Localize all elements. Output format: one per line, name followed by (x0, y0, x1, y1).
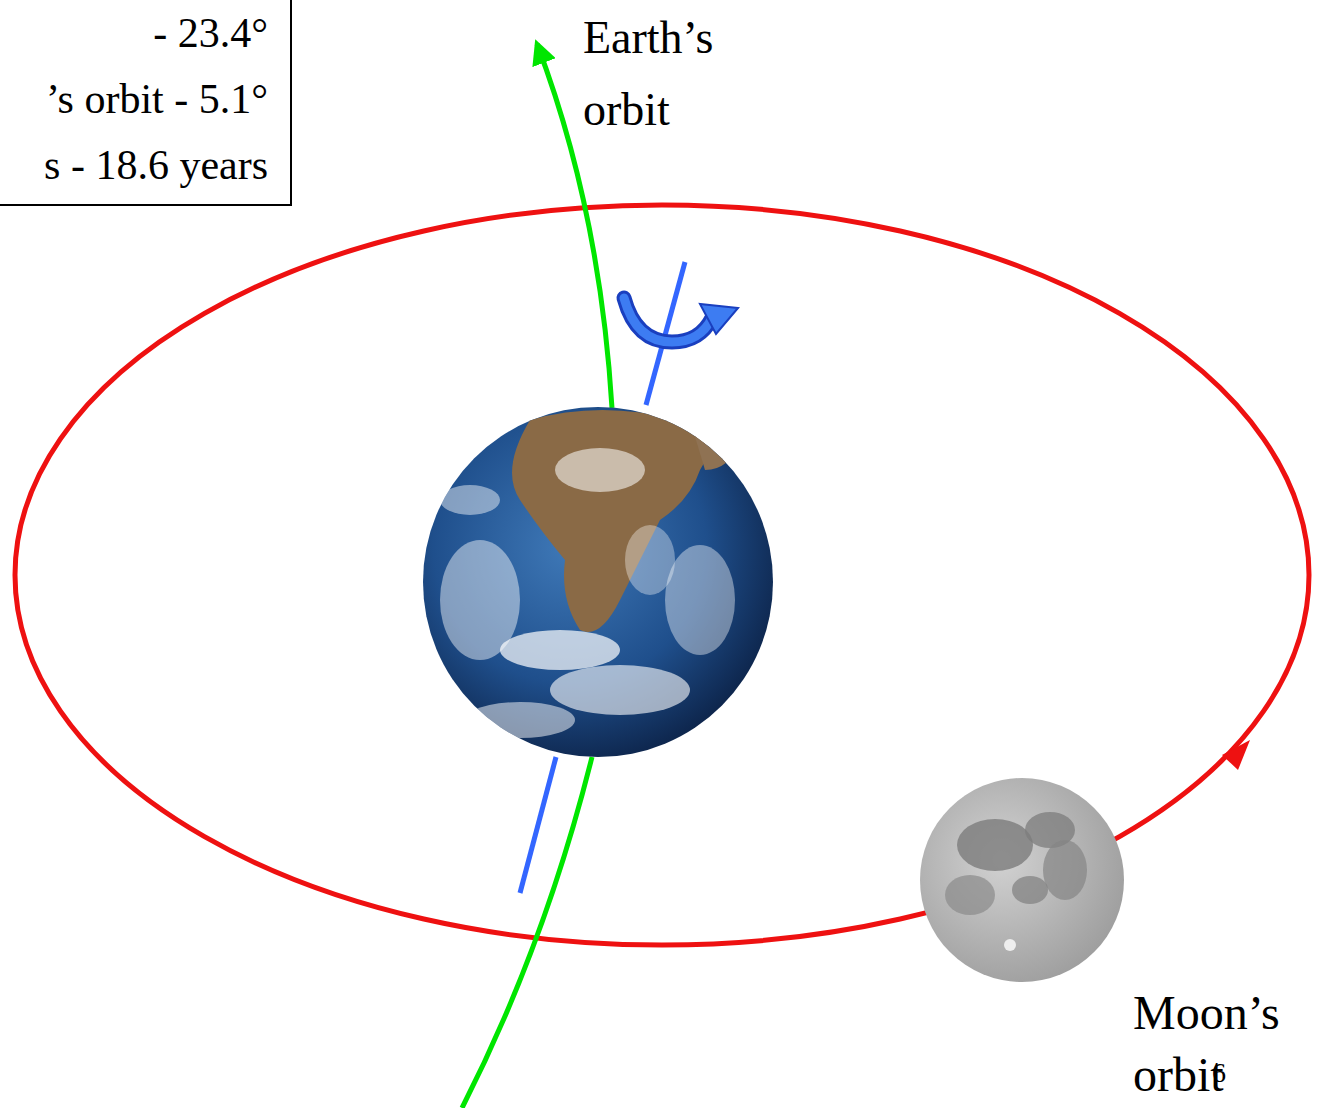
rotation-arrowhead (700, 304, 738, 334)
page-number: 6 (1212, 1056, 1252, 1090)
orbit-label: Moon’s orbit (1133, 982, 1333, 1106)
earth-orbit-line (462, 757, 592, 1108)
moon-orbit-arrowhead (1222, 740, 1250, 770)
earth-globe (423, 407, 773, 757)
parameter-text: - 23.4° (0, 0, 268, 66)
rotation-axis (520, 757, 556, 893)
legend-box: - 23.4°’s orbit - 5.1°s - 18.6 years (0, 0, 292, 206)
parameter-text: s - 18.6 years (0, 132, 268, 198)
parameter-text: ’s orbit - 5.1° (0, 66, 268, 132)
orbit-label: Earth’s orbit (583, 2, 783, 146)
moon-globe (920, 778, 1124, 982)
moon-orbit-ellipse (15, 205, 1309, 945)
rotation-arrow (624, 298, 712, 342)
rotation-arrow (624, 298, 712, 342)
